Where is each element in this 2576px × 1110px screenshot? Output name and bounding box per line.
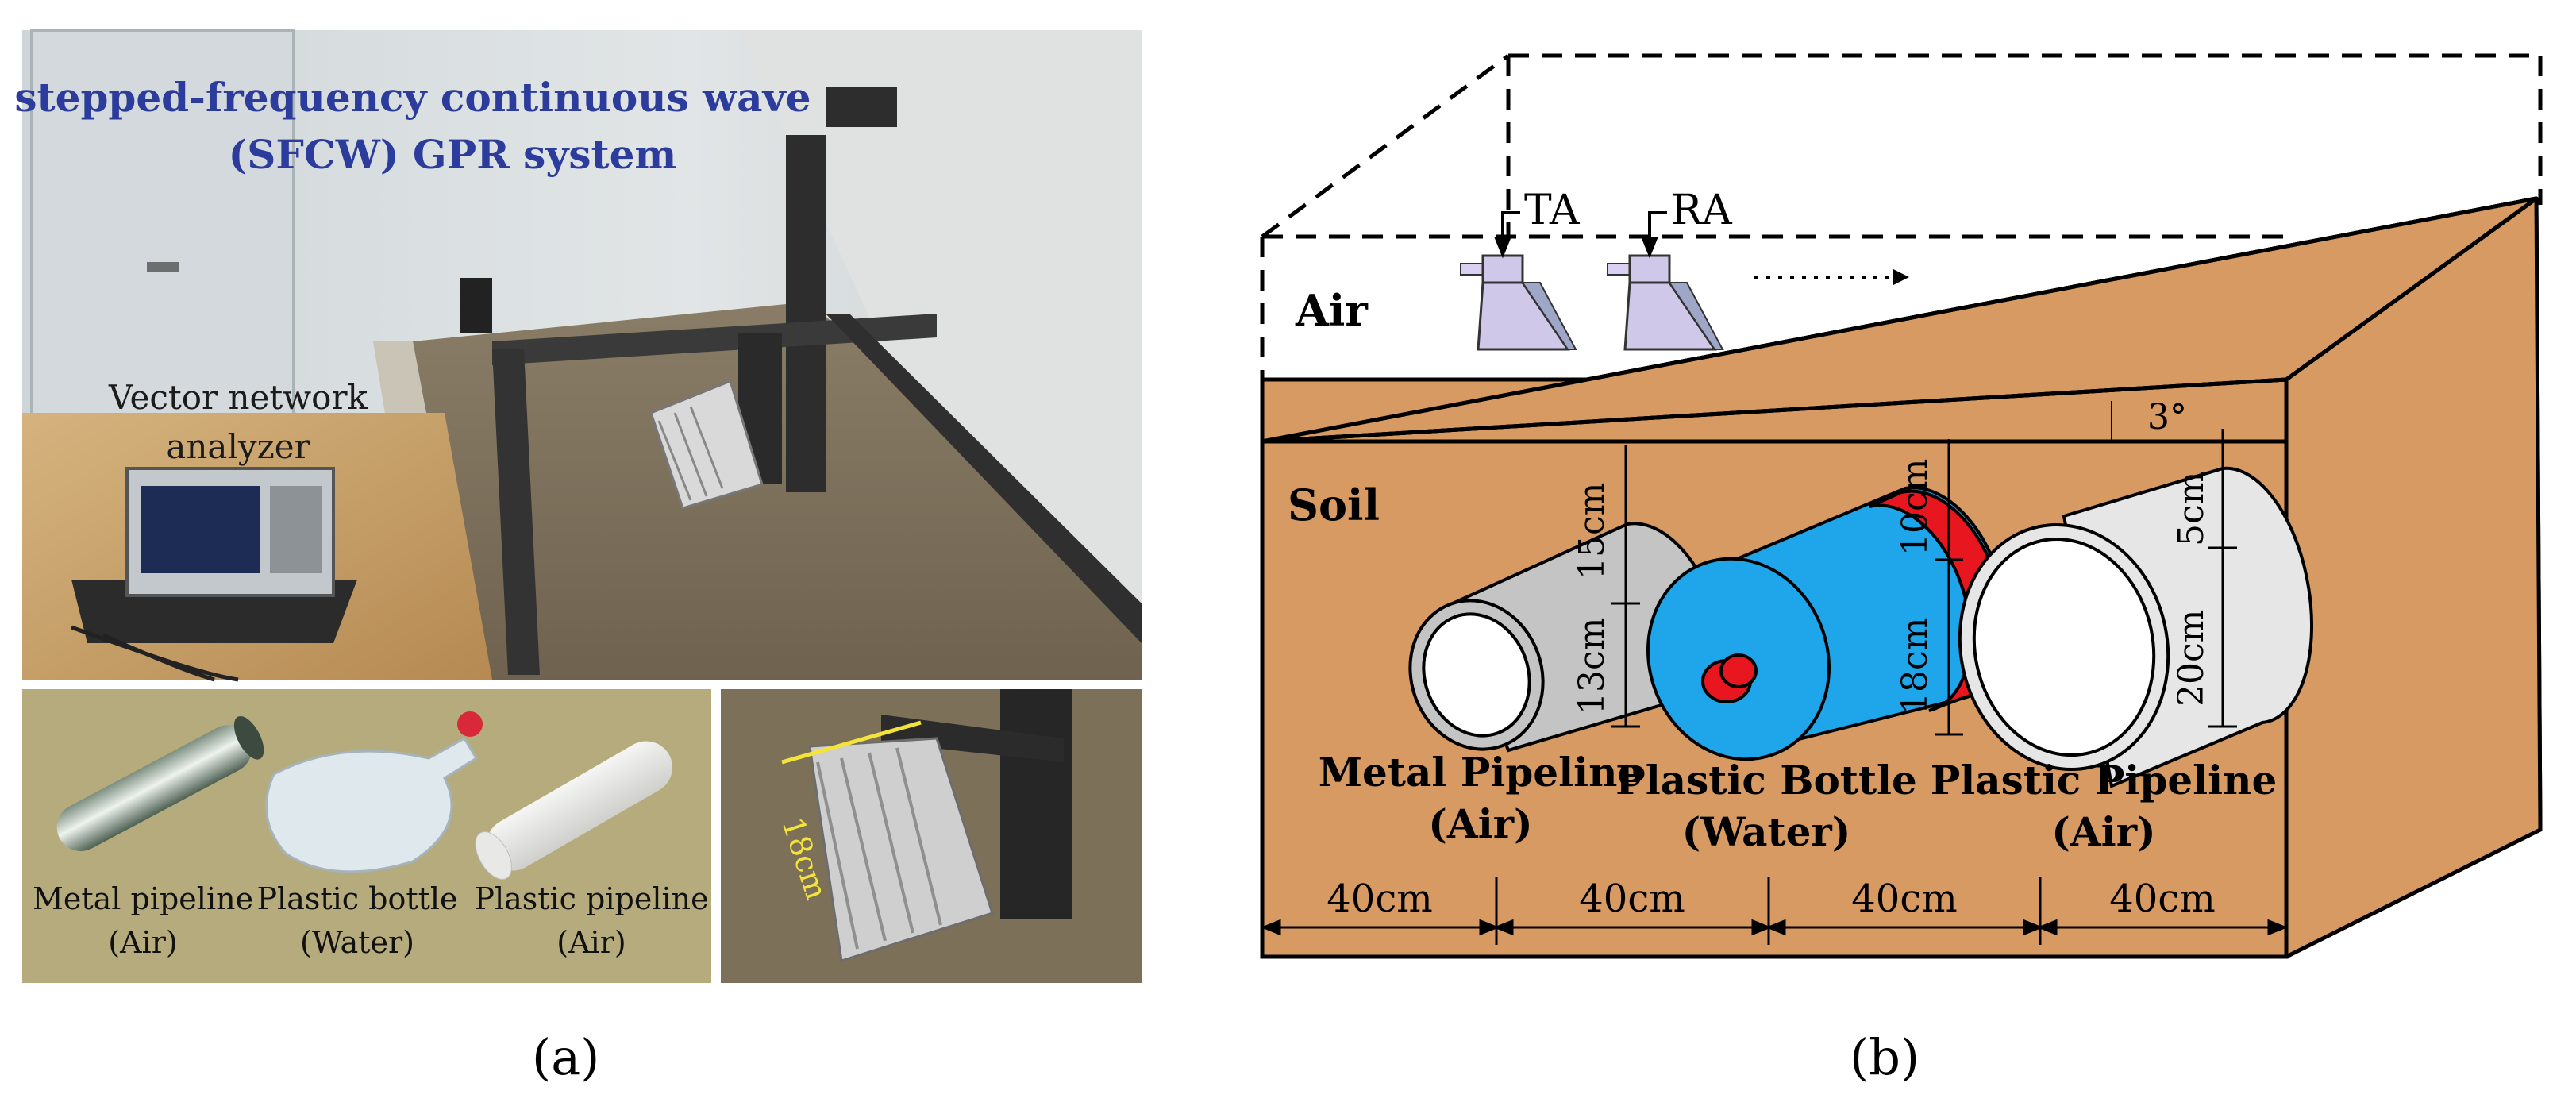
air-label: Air	[1295, 285, 1368, 336]
antenna-photo	[649, 380, 764, 510]
bottle-depth-label: 10cm	[1895, 459, 1935, 556]
setup-title-line1: a stepped-frequency continuous wave	[0, 74, 811, 121]
spacing-label-1: 40cm	[1327, 877, 1432, 921]
transmit-antenna	[1460, 254, 1577, 351]
bottle-diameter-label: 18cm	[1895, 618, 1935, 715]
receive-antenna-label: RA	[1671, 187, 1733, 234]
receive-antenna	[1607, 254, 1724, 351]
plastic-bottle	[1646, 486, 2008, 761]
vna-label-line2: analyzer	[166, 427, 310, 466]
slope-angle-marker: 3°	[1873, 397, 2286, 442]
air-box	[1260, 53, 2543, 441]
plastic-pipeline-fill-label: (Air)	[2051, 808, 2155, 855]
spacing-label-2: 40cm	[1579, 877, 1685, 921]
metal-pipeline-fill: (Air)	[108, 925, 177, 960]
metal-diameter-label: 13cm	[1572, 618, 1612, 715]
setup-title-line2: (SFCW) GPR system	[229, 131, 677, 178]
plastic-pipeline-diameter-label: 20cm	[2171, 610, 2212, 707]
plastic-pipeline-depth-label: 5cm	[2171, 472, 2212, 546]
plastic-bottle-name: Plastic bottle	[256, 881, 457, 916]
gpr-gantry	[460, 87, 1142, 675]
spacing-label-4: 40cm	[2109, 877, 2215, 921]
plastic-bottle-label: Plastic Bottle	[1615, 757, 1917, 804]
panel-a: a stepped-frequency continuous wave (SFC…	[0, 0, 1159, 1110]
plastic-pipeline-label: Plastic Pipeline	[1931, 757, 2278, 804]
antenna-closeup-photo: 18cm	[721, 689, 1142, 983]
vna-label-line1: Vector network	[108, 378, 368, 417]
caption-a: (a)	[532, 1028, 600, 1086]
antenna-dimension-line	[781, 720, 922, 765]
plastic-bottle-photo	[264, 711, 483, 873]
metal-pipeline	[1408, 522, 1719, 753]
metal-depth-label: 15cm	[1572, 483, 1612, 580]
soil-label: Soil	[1288, 480, 1380, 530]
plastic-pipeline	[1958, 466, 2313, 788]
plastic-pipeline-photo	[475, 741, 673, 880]
panel-a-photo: a stepped-frequency continuous wave (SFC…	[0, 29, 1142, 983]
plastic-pipeline-fill: (Air)	[556, 925, 626, 960]
plastic-bottle-fill-label: (Water)	[1682, 808, 1851, 855]
metal-pipeline-photo	[56, 715, 264, 851]
caption-b: (b)	[1850, 1028, 1920, 1086]
metal-pipeline-fill-label: (Air)	[1428, 800, 1532, 847]
spacing-dimensions	[1260, 877, 2289, 945]
metal-pipeline-label: Metal Pipeline	[1319, 749, 1643, 796]
targets-photo: Metal pipeline (Air) Plastic bottle (Wat…	[22, 689, 711, 983]
vector-network-analyzer	[71, 467, 357, 682]
metal-pipeline-name: Metal pipeline	[33, 881, 253, 916]
plastic-pipeline-name: Plastic pipeline	[474, 881, 708, 916]
slope-angle-label: 3°	[2147, 397, 2187, 437]
transmit-antenna-label: TA	[1524, 187, 1581, 234]
dimension-lines	[1611, 429, 2237, 736]
panel-b: 3° TA RA Air Soil	[1207, 0, 2576, 1110]
antenna-leaders	[1494, 211, 1667, 259]
setup-photo	[22, 29, 1142, 682]
panel-b-schematic: 3° TA RA Air Soil	[1260, 53, 2543, 959]
scan-direction-arrow	[1754, 269, 1909, 285]
spacing-label-3: 40cm	[1851, 877, 1957, 921]
plastic-bottle-fill: (Water)	[300, 925, 414, 960]
